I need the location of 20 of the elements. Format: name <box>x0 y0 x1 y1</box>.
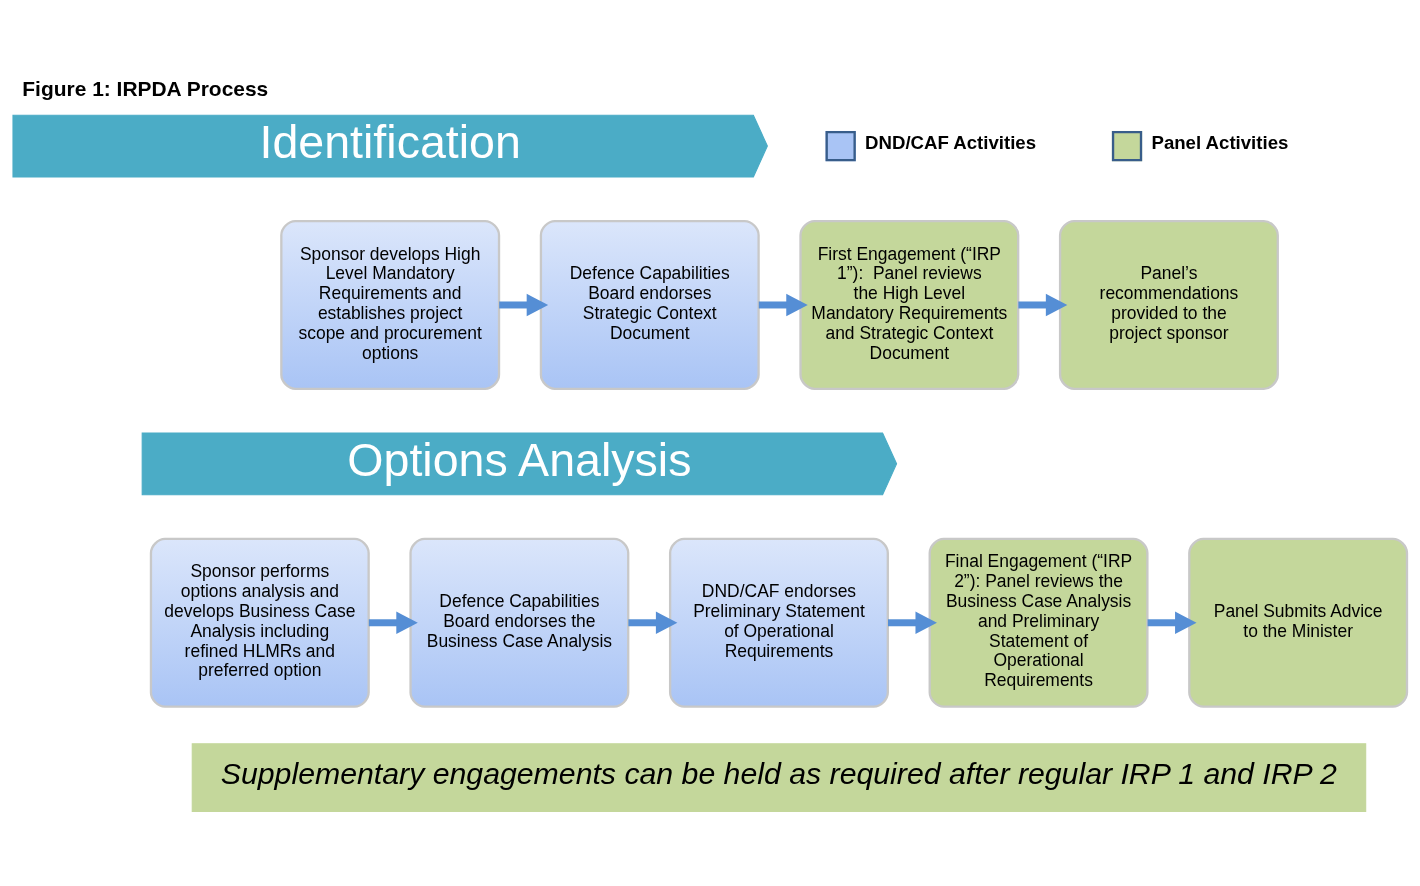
arrow <box>628 610 678 634</box>
arrow <box>758 293 808 316</box>
node-box: Defence Capabilities Board endorses the Business Case Analysis <box>409 537 630 708</box>
legend-label: Panel Activities <box>1151 131 1289 153</box>
node-box: Panel’s recommendations provided to the project sponsor <box>1058 219 1279 390</box>
node-box: DND/CAF endorses Preliminary Statement of Operational Requirements <box>668 537 889 708</box>
node-box: Panel Submits Advice to the Minister <box>1188 537 1409 708</box>
legend-label: DND/CAF Activities <box>865 131 1037 153</box>
node-box: Sponsor develops High Level Mandatory Requirements and establishes project scope and procurement options <box>280 219 501 390</box>
node-box: First Engagement (“IRP 1”): Panel reviews the High Level Mandatory Requirements and Strategic Context Document <box>799 219 1020 390</box>
arrow <box>499 293 549 316</box>
node-box: Final Engagement (“IRP 2”): Panel reviews the Business Case Analysis and Preliminary Statement of Operational Requirements <box>928 537 1149 708</box>
arrow <box>1018 293 1068 316</box>
node-box: Sponsor performs options analysis and develops Business Case Analysis including refined HLMRs and preferred option <box>149 537 370 708</box>
node-box: Defence Capabilities Board endorses Strategic Context Document <box>539 219 760 390</box>
arrow <box>1147 611 1197 634</box>
arrow <box>887 611 937 634</box>
node-box: Supplementary engagements can be held as required after regular IRP 1 and IRP 2 <box>191 742 1367 812</box>
arrow <box>368 611 418 634</box>
diagram-title: Figure 1: IRPDA Process <box>22 76 269 100</box>
